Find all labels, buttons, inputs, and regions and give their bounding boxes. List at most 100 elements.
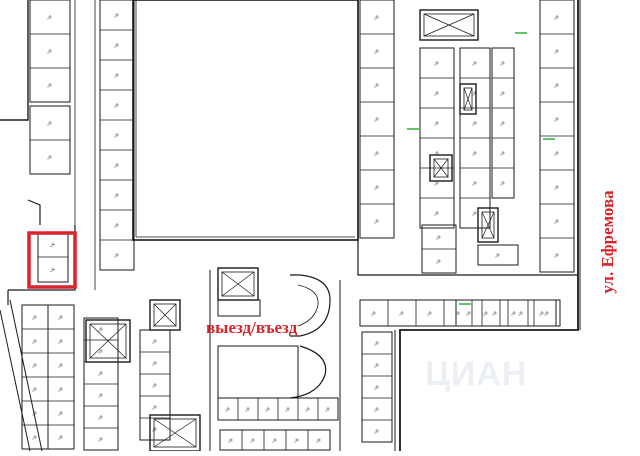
space-marker	[98, 371, 103, 376]
space-marker	[374, 83, 379, 88]
space-marker	[32, 363, 37, 368]
space-marker	[316, 438, 321, 443]
space-marker	[374, 185, 379, 190]
space-column	[361, 331, 393, 443]
space-marker	[245, 407, 250, 412]
space-marker	[554, 185, 559, 190]
space-marker	[114, 163, 119, 168]
space-marker	[554, 253, 559, 258]
highlighted-space	[27, 231, 77, 289]
stairwell-inner	[433, 158, 449, 178]
entry-exit-label: выезд/въезд	[206, 318, 298, 337]
stairwell-diagonal	[89, 323, 127, 359]
stairwell	[419, 9, 479, 41]
space-marker	[374, 15, 379, 20]
space-marker	[436, 235, 441, 240]
space-marker	[399, 311, 404, 316]
space-marker	[47, 15, 52, 20]
space-marker	[511, 311, 516, 316]
space-marker	[544, 311, 549, 316]
space-marker	[47, 121, 52, 126]
space-marker	[32, 339, 37, 344]
ramp-curve	[289, 345, 327, 399]
space-marker	[374, 407, 379, 412]
space-marker	[32, 387, 37, 392]
space-marker	[98, 415, 103, 420]
wall-polyline	[357, 0, 578, 276]
space-marker	[58, 339, 63, 344]
space-marker	[500, 91, 505, 96]
space-marker	[272, 438, 277, 443]
space-marker	[492, 311, 497, 316]
stairwell-inner	[221, 271, 255, 297]
space-marker	[98, 437, 103, 442]
space-marker	[32, 411, 37, 416]
space-marker	[114, 73, 119, 78]
stairwell	[85, 319, 131, 363]
space-column	[491, 47, 515, 199]
watermark: ЦИАН	[425, 355, 528, 393]
space-row	[219, 429, 331, 451]
walls	[0, 0, 581, 452]
space-marker	[58, 315, 63, 320]
space-marker	[285, 407, 290, 412]
space-marker	[98, 327, 103, 332]
space-marker	[495, 253, 500, 258]
space-marker	[434, 91, 439, 96]
space-marker	[374, 49, 379, 54]
space-marker	[374, 363, 379, 368]
space-marker	[455, 311, 460, 316]
stairwell	[477, 207, 499, 243]
space-marker	[114, 133, 119, 138]
space-marker	[152, 383, 157, 388]
stairwell-diagonal	[153, 303, 177, 327]
space-marker	[47, 83, 52, 88]
space-marker	[518, 311, 523, 316]
stairwell-inner	[481, 211, 495, 239]
space-marker	[554, 151, 559, 156]
wall-polyline	[399, 0, 579, 451]
space-column	[477, 244, 519, 266]
space-column	[359, 0, 395, 239]
stairwell-diagonal	[481, 211, 495, 239]
ramp-box	[217, 299, 261, 317]
space-marker	[500, 151, 505, 156]
space-marker	[47, 155, 52, 160]
wall-polyline	[27, 199, 41, 225]
space-marker	[371, 311, 376, 316]
space-marker	[152, 339, 157, 344]
space-marker	[98, 393, 103, 398]
space-marker	[436, 259, 441, 264]
space-marker	[114, 103, 119, 108]
space-marker	[472, 151, 477, 156]
stairwell	[149, 299, 181, 331]
space-marker	[32, 435, 37, 440]
space-marker	[50, 242, 55, 247]
wall-polyline	[9, 299, 43, 452]
space-marker	[32, 315, 37, 320]
space-marker	[225, 407, 230, 412]
space-marker	[554, 15, 559, 20]
space-marker	[554, 219, 559, 224]
space-marker	[250, 438, 255, 443]
space-marker	[58, 435, 63, 440]
space-marker	[58, 387, 63, 392]
wall-polyline	[0, 309, 31, 452]
parking-spaces	[21, 0, 575, 451]
space-marker	[114, 223, 119, 228]
stairwell-inner	[463, 87, 473, 111]
ramp-curve-inner	[297, 284, 319, 327]
space-marker	[325, 407, 330, 412]
space-marker	[466, 311, 471, 316]
stairwell-diagonal	[433, 158, 449, 178]
ramps	[289, 274, 331, 399]
stairwell-inner	[153, 303, 177, 327]
space-marker	[374, 341, 379, 346]
courtyard	[132, 0, 359, 241]
space-marker	[500, 61, 505, 66]
space-marker	[47, 49, 52, 54]
space-marker	[114, 43, 119, 48]
stairwell-inner	[423, 13, 475, 37]
ramp-curve	[290, 274, 331, 337]
